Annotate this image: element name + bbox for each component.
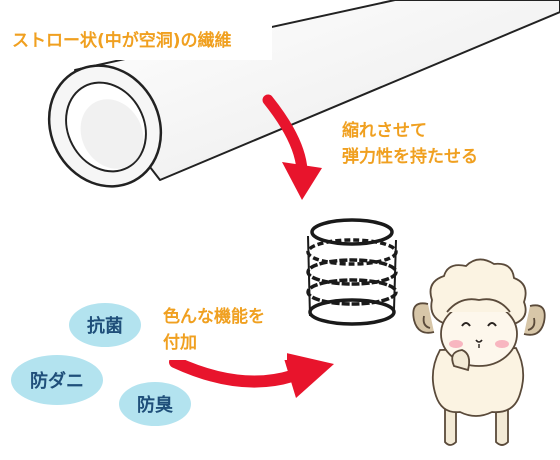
deodorant-bubble (119, 382, 191, 426)
function-text-line1: 色んな機能を (163, 307, 265, 327)
shrink-label: 縮れさせて 弾力性を持たせる (334, 114, 514, 180)
arrow-to-spring (262, 94, 322, 200)
function-antibacterial: 抗菌 (87, 316, 123, 337)
shrink-text-line2: 弾力性を持たせる (342, 147, 478, 167)
anti-mite-bubble (11, 355, 103, 405)
spring-coil-icon (306, 218, 398, 326)
shrink-text-line1: 縮れさせて (342, 121, 427, 141)
sheep-mascot-icon (412, 258, 546, 446)
function-label: 色んな機能を 付加 (155, 300, 287, 360)
antibacterial-bubble (69, 303, 141, 347)
straw-fiber-label: ストロー状(中が空洞)の繊維 (4, 24, 272, 60)
function-deodorant: 防臭 (137, 395, 173, 416)
function-anti-mite: 防ダニ (30, 371, 84, 392)
straw-fiber-text: ストロー状(中が空洞)の繊維 (12, 31, 232, 51)
function-text-line2: 付加 (163, 333, 197, 353)
arrow-to-spring-functions (169, 352, 334, 398)
